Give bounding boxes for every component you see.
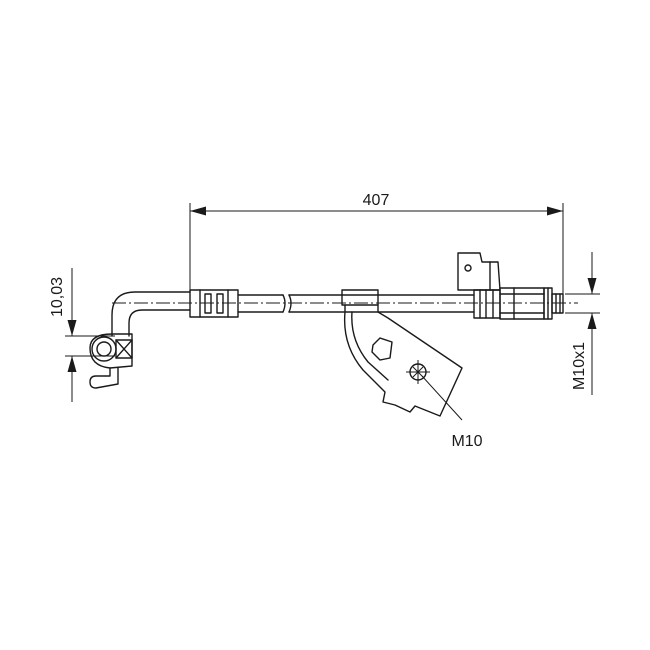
left-pipe <box>111 291 191 337</box>
length-dimension: 407 <box>189 192 564 298</box>
offset-dimension-label: 10,03 <box>49 277 66 317</box>
hose-body <box>237 294 475 313</box>
mounting-bracket: M10 <box>341 289 483 450</box>
thread-dimension-label: M10x1 <box>571 342 588 390</box>
left-banjo-fitting <box>89 333 133 389</box>
left-ferrule <box>189 289 239 318</box>
offset-dimension: 10,03 <box>49 268 115 402</box>
length-dimension-label: 407 <box>363 192 390 209</box>
thread-dimension: M10x1 <box>565 252 600 395</box>
bolt-size-label: M10 <box>451 433 482 450</box>
right-end-fitting <box>457 252 564 320</box>
